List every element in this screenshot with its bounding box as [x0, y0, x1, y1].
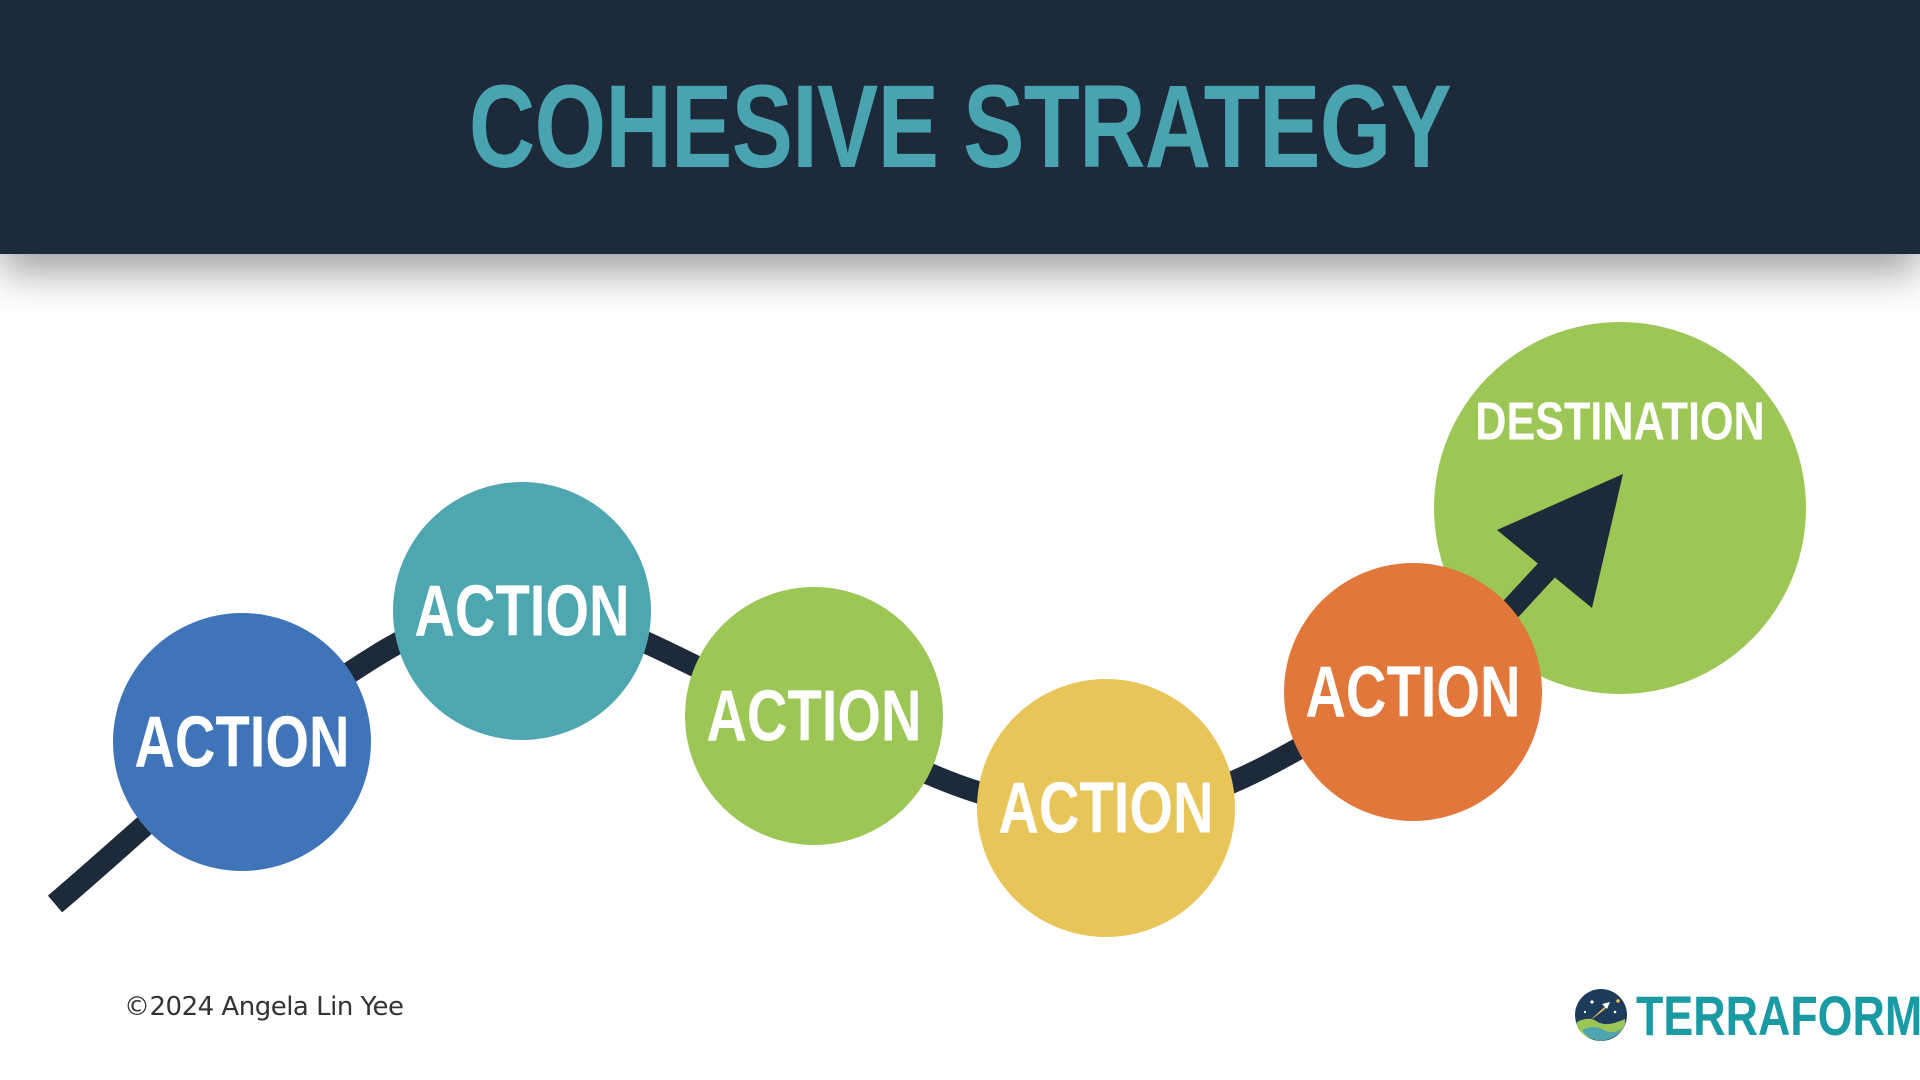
slide-title: COHESIVE STRATEGY [468, 61, 1452, 193]
step-circle [1284, 563, 1542, 821]
step-node-5: ACTION [1284, 563, 1542, 821]
step-node-3: ACTION [685, 587, 943, 845]
rocket-globe-icon [1575, 989, 1627, 1041]
step-circle [977, 679, 1235, 937]
step-node-1: ACTION [113, 613, 371, 871]
step-node-2: ACTION [393, 482, 651, 740]
header-bar: COHESIVE STRATEGY [0, 0, 1920, 254]
destination-label: DESTINATION [1475, 392, 1764, 452]
step-node-4: ACTION [977, 679, 1235, 937]
copyright-text: ©2024 Angela Lin Yee [124, 992, 404, 1022]
step-circle [393, 482, 651, 740]
step-label: ACTION [1305, 652, 1520, 732]
brand-name: TERRAFORM [1636, 983, 1920, 1047]
step-label: ACTION [998, 768, 1213, 848]
step-label: ACTION [414, 571, 629, 651]
arrow-up-right-icon [1497, 474, 1623, 620]
step-label: ACTION [134, 702, 349, 782]
brand-logo: TERRAFORM [1574, 983, 1920, 1047]
step-label: ACTION [706, 676, 921, 756]
step-circle [685, 587, 943, 845]
step-circle [113, 613, 371, 871]
destination-node: DESTINATION [1434, 322, 1806, 694]
